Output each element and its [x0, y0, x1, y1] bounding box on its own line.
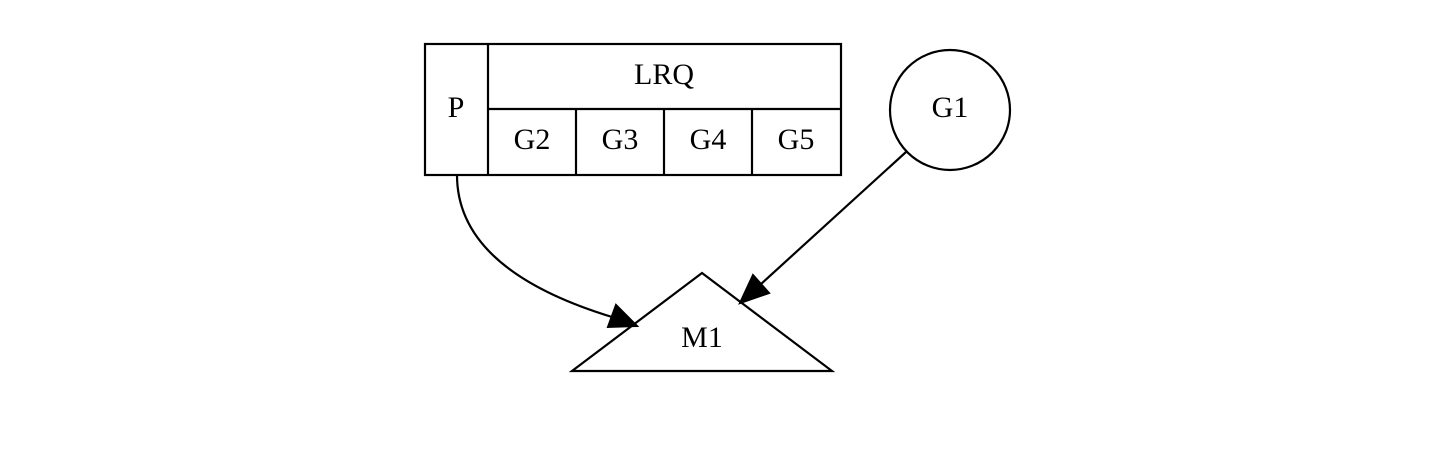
edge-line — [455, 174, 613, 319]
goroutine-node: G1 — [888, 48, 1012, 172]
edge-line — [760, 151, 907, 285]
arrowhead-icon — [738, 273, 771, 305]
edge-g1-to-m1 — [738, 151, 907, 305]
queue-item-g4: G4 — [690, 123, 727, 156]
thread-node: M1 — [568, 271, 836, 373]
processor-record-node: P LRQ G2 G3 G4 G5 — [423, 42, 843, 177]
thread-label: M1 — [681, 321, 723, 354]
thread-triangle — [568, 271, 836, 373]
queue-item-g2: G2 — [514, 123, 551, 156]
p-label: P — [448, 91, 465, 124]
goroutine-circle — [888, 48, 1012, 172]
edge-p-to-m1 — [455, 174, 640, 329]
lrq-label: LRQ — [634, 58, 694, 91]
queue-item-g3: G3 — [602, 123, 639, 156]
arrowhead-icon — [606, 303, 640, 329]
goroutine-label: G1 — [932, 91, 969, 124]
queue-item-g5: G5 — [778, 123, 815, 156]
